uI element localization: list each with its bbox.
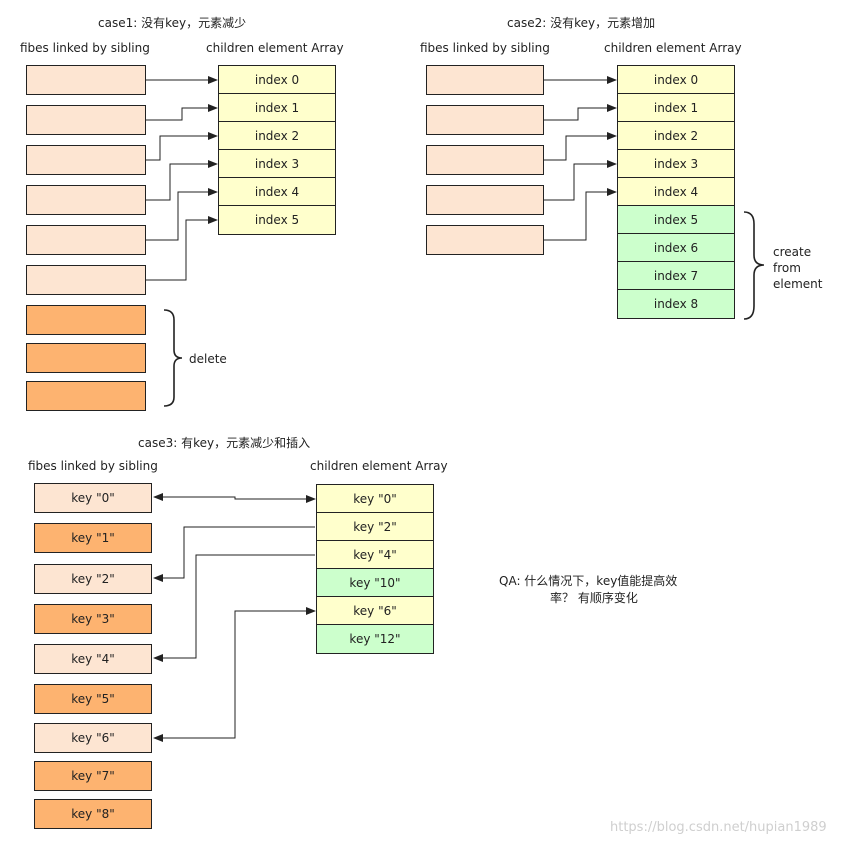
case2-new-array-cell: index 8 [617, 289, 735, 319]
case1-title: case1: 没有key，元素减少 [98, 16, 247, 30]
case3-array-cell: key "6" [316, 596, 434, 626]
case2-array-cell: index 3 [617, 149, 735, 179]
case2-new-array-cell: index 7 [617, 261, 735, 291]
case3-array-cell: key "0" [316, 484, 434, 514]
case3-new-array-cell: key "10" [316, 568, 434, 598]
case3-bidirectional-arrow [153, 493, 316, 503]
case2-array-cell: index 4 [617, 177, 735, 207]
case3-array-label: children element Array [310, 459, 448, 473]
case1-arrow [146, 104, 218, 121]
case2-array-cell: index 1 [617, 93, 735, 123]
case3-deleted-fiber-node: key "5" [34, 684, 152, 714]
case2-create-label-line3: element [773, 277, 823, 291]
case2-fiber-node [426, 65, 544, 95]
case2-arrow [544, 188, 617, 241]
case2-fiber-node [426, 225, 544, 255]
qa-note-line1: QA: 什么情况下，key值能提高效 [499, 574, 678, 588]
case3-deleted-fiber-node: key "7" [34, 761, 152, 791]
case2-fiber-node [426, 185, 544, 215]
watermark: https://blog.csdn.net/hupian1989 [610, 820, 827, 835]
case3-title: case3: 有key，元素减少和插入 [138, 436, 311, 450]
case3-fiber-node: key "0" [34, 483, 152, 513]
case1-deleted-fiber-node [26, 381, 146, 411]
case1-array-cell: index 2 [218, 121, 336, 151]
case3-array-cell: key "2" [316, 512, 434, 542]
case3-deleted-fiber-node: key "3" [34, 604, 152, 634]
case1-delete-label: delete [189, 352, 227, 366]
case3-deleted-fiber-node: key "8" [34, 799, 152, 829]
case3-bidirectional-arrow [153, 607, 316, 742]
case3-deleted-fiber-node: key "1" [34, 523, 152, 553]
case1-fiber-node [26, 185, 146, 215]
case1-delete-brace [163, 309, 183, 407]
case1-array-cell: index 3 [218, 149, 336, 179]
case1-deleted-fiber-node [26, 343, 146, 373]
case2-create-label-line2: from [773, 261, 801, 275]
case1-array-cell: index 0 [218, 65, 336, 95]
case1-arrow [146, 188, 218, 241]
qa-note-line2: 率？ 有顺序变化 [550, 591, 638, 605]
case1-fiber-node [26, 225, 146, 255]
case2-array-label: children element Array [604, 41, 742, 55]
case3-fiber-node: key "2" [34, 564, 152, 594]
case2-title: case2: 没有key，元素增加 [507, 16, 656, 30]
case3-arrow [153, 526, 315, 582]
case1-arrow [146, 216, 218, 281]
case2-fiber-node [426, 145, 544, 175]
case2-arrow [544, 132, 617, 161]
case3-fibers-label: fibes linked by sibling [28, 459, 158, 473]
case1-arrow [146, 160, 218, 201]
case1-deleted-fiber-node [26, 305, 146, 335]
case2-new-array-cell: index 6 [617, 233, 735, 263]
case2-array-cell: index 2 [617, 121, 735, 151]
case3-fiber-node: key "4" [34, 644, 152, 674]
case1-arrow [146, 132, 218, 161]
case3-new-array-cell: key "12" [316, 624, 434, 654]
case1-fiber-node [26, 65, 146, 95]
case2-fiber-node [426, 105, 544, 135]
case2-create-label-line1: create [773, 245, 812, 259]
case2-fibers-label: fibes linked by sibling [420, 41, 550, 55]
case1-fiber-node [26, 105, 146, 135]
case1-fiber-node [26, 145, 146, 175]
case1-array-cell: index 4 [218, 177, 336, 207]
case1-fiber-node [26, 265, 146, 295]
case3-fiber-node: key "6" [34, 723, 152, 753]
case2-create-brace [743, 211, 765, 320]
case1-array-cell: index 5 [218, 205, 336, 235]
case2-arrow [544, 160, 617, 201]
case1-fibers-label: fibes linked by sibling [20, 41, 150, 55]
case1-array-label: children element Array [206, 41, 344, 55]
case2-arrow [544, 104, 617, 121]
